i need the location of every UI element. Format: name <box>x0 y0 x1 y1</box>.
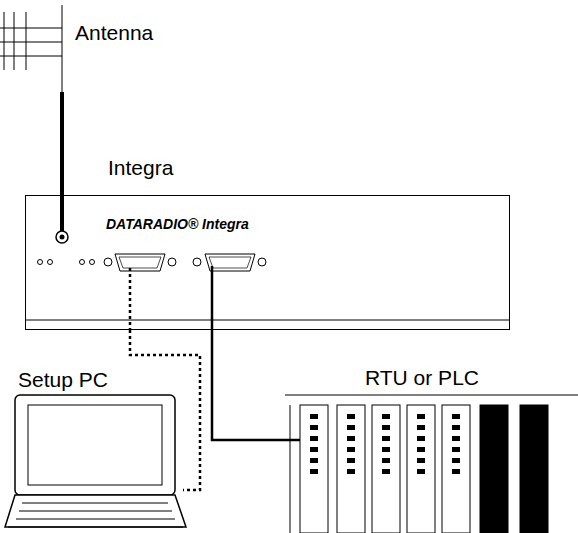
module-led <box>382 458 390 463</box>
module-led <box>382 425 390 430</box>
module-led <box>347 436 355 441</box>
integra-face <box>25 195 510 330</box>
module-led <box>417 436 425 441</box>
radio-modem-box: IntegraDATARADIO® Integra <box>25 195 510 330</box>
module-led <box>417 425 425 430</box>
module-led <box>347 447 355 452</box>
module-led <box>452 469 460 474</box>
module-led <box>310 469 318 474</box>
antenna-symbol <box>0 5 62 92</box>
module-led <box>310 436 318 441</box>
module-led <box>417 469 425 474</box>
module-led <box>417 414 425 419</box>
module-led <box>347 414 355 419</box>
io-module <box>372 405 400 533</box>
module-led <box>347 425 355 430</box>
node-label: Setup PC <box>18 368 108 392</box>
io-module <box>442 405 470 533</box>
module-led <box>452 414 460 419</box>
module-led <box>347 458 355 463</box>
module-led <box>310 425 318 430</box>
io-module <box>300 405 328 533</box>
module-led <box>452 447 460 452</box>
node-label: Antenna <box>75 21 153 45</box>
module-led <box>382 469 390 474</box>
logo-text: DATARADIO® Integra <box>106 216 249 232</box>
module-led <box>310 414 318 419</box>
antenna-cable <box>60 92 64 195</box>
io-module <box>407 405 435 533</box>
antenna-node: Antenna <box>0 8 165 92</box>
module-led <box>310 447 318 452</box>
module-led <box>382 436 390 441</box>
module-led <box>452 436 460 441</box>
node-label: RTU or PLC <box>365 366 479 390</box>
setup-cable <box>130 330 200 490</box>
io-module <box>480 405 508 533</box>
module-led <box>452 458 460 463</box>
rtu-plc-node: RTU or PLC <box>285 362 578 533</box>
module-led <box>382 414 390 419</box>
setup-pc-node: Setup PC <box>10 362 183 532</box>
module-led <box>382 447 390 452</box>
node-label: Integra <box>108 156 173 180</box>
module-led <box>452 425 460 430</box>
module-led <box>417 458 425 463</box>
data-cable <box>212 330 285 440</box>
module-led <box>310 458 318 463</box>
io-module <box>337 405 365 533</box>
module-led <box>347 469 355 474</box>
rack-symbol <box>285 395 578 533</box>
io-module <box>520 405 548 533</box>
laptop-symbol <box>5 395 186 527</box>
module-led <box>417 447 425 452</box>
